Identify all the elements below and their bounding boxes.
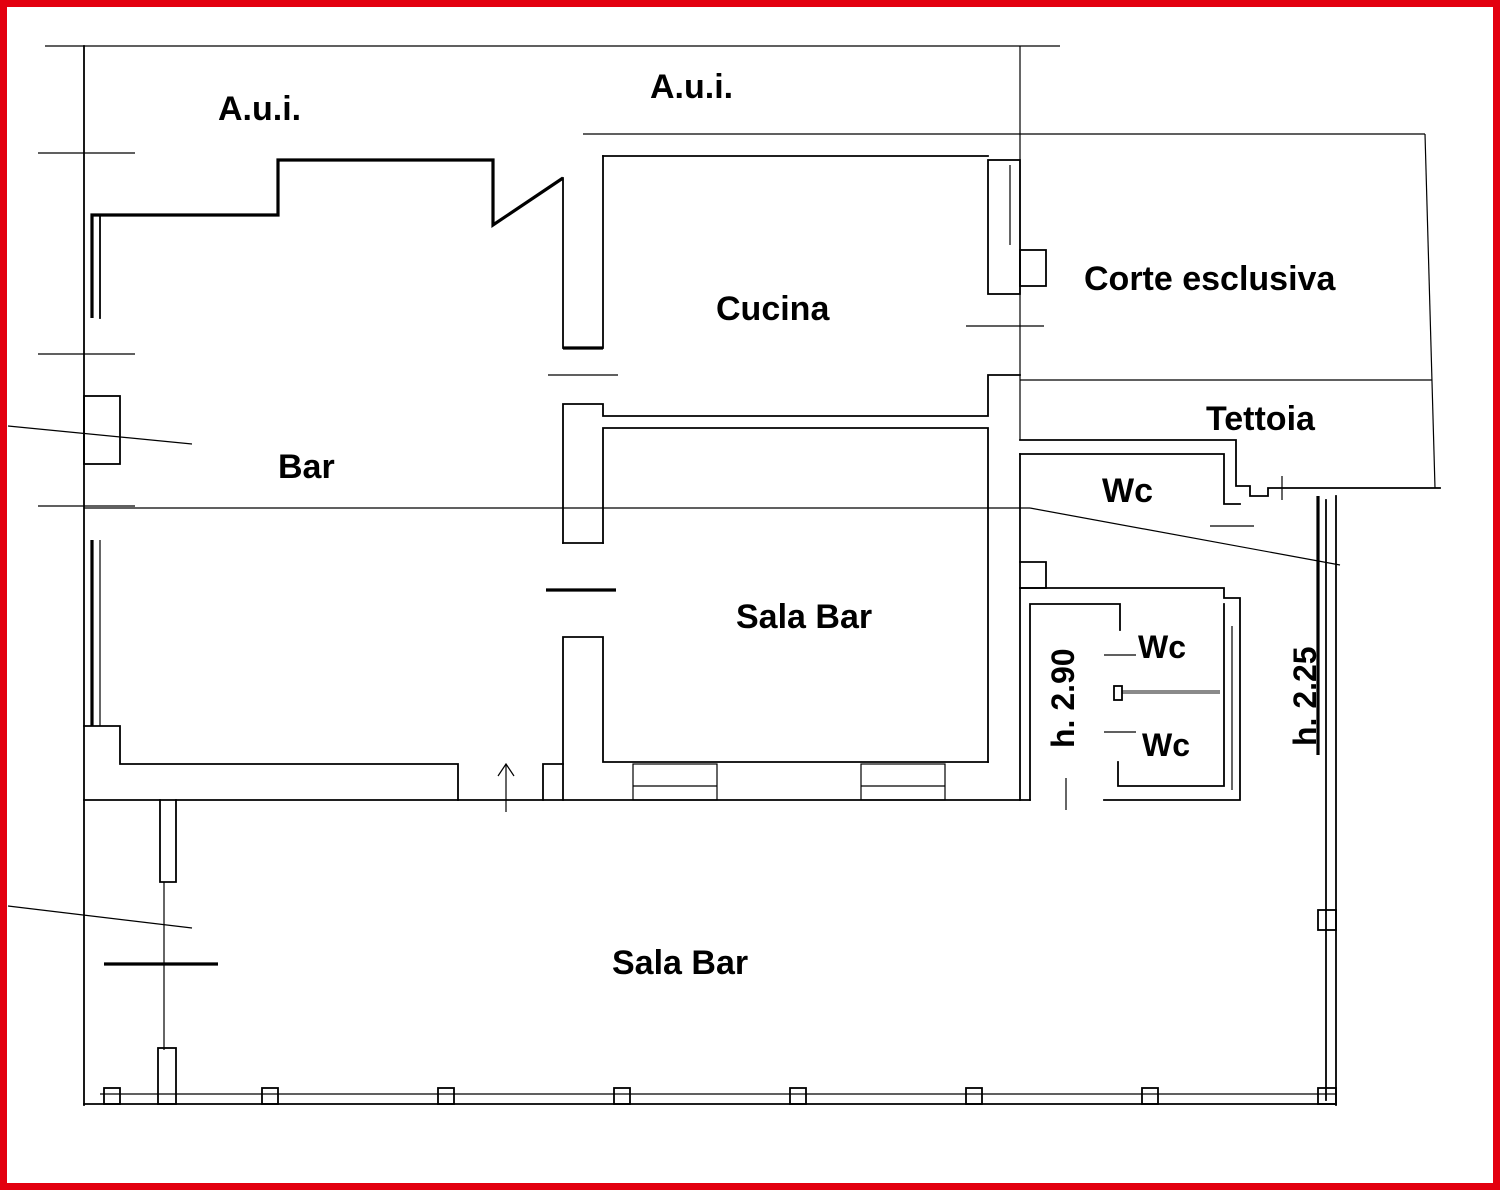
room-labels: A.u.i. A.u.i. Bar Cucina Corte esclusiva… (218, 68, 1336, 982)
label-sala-bar-upper: Sala Bar (736, 598, 872, 636)
corte-tettoia-walls (1019, 379, 1441, 500)
label-wc-lower: Wc (1142, 727, 1190, 763)
right-side-walls (1316, 495, 1337, 1106)
label-height-right: h. 2.25 (1287, 646, 1323, 746)
site-lines (7, 45, 1436, 1106)
label-wc-middle: Wc (1138, 629, 1186, 665)
label-aui-left: A.u.i. (218, 90, 301, 128)
label-sala-bar-lower: Sala Bar (612, 944, 748, 982)
cucina-walls (602, 155, 1047, 327)
label-bar: Bar (278, 448, 335, 486)
label-corte-esclusiva: Corte esclusiva (1084, 260, 1336, 298)
label-cucina: Cucina (716, 290, 830, 328)
lower-sala-walls (83, 799, 1337, 1105)
label-wc-top: Wc (1102, 472, 1153, 510)
label-tettoia: Tettoia (1206, 400, 1316, 438)
wc-double-walls (1029, 603, 1233, 810)
label-aui-right: A.u.i. (650, 68, 733, 106)
wc-top-walls (1019, 453, 1254, 801)
label-height-left: h. 2.90 (1045, 648, 1081, 748)
central-partition (497, 374, 1021, 812)
bar-room-walls (83, 155, 1031, 801)
